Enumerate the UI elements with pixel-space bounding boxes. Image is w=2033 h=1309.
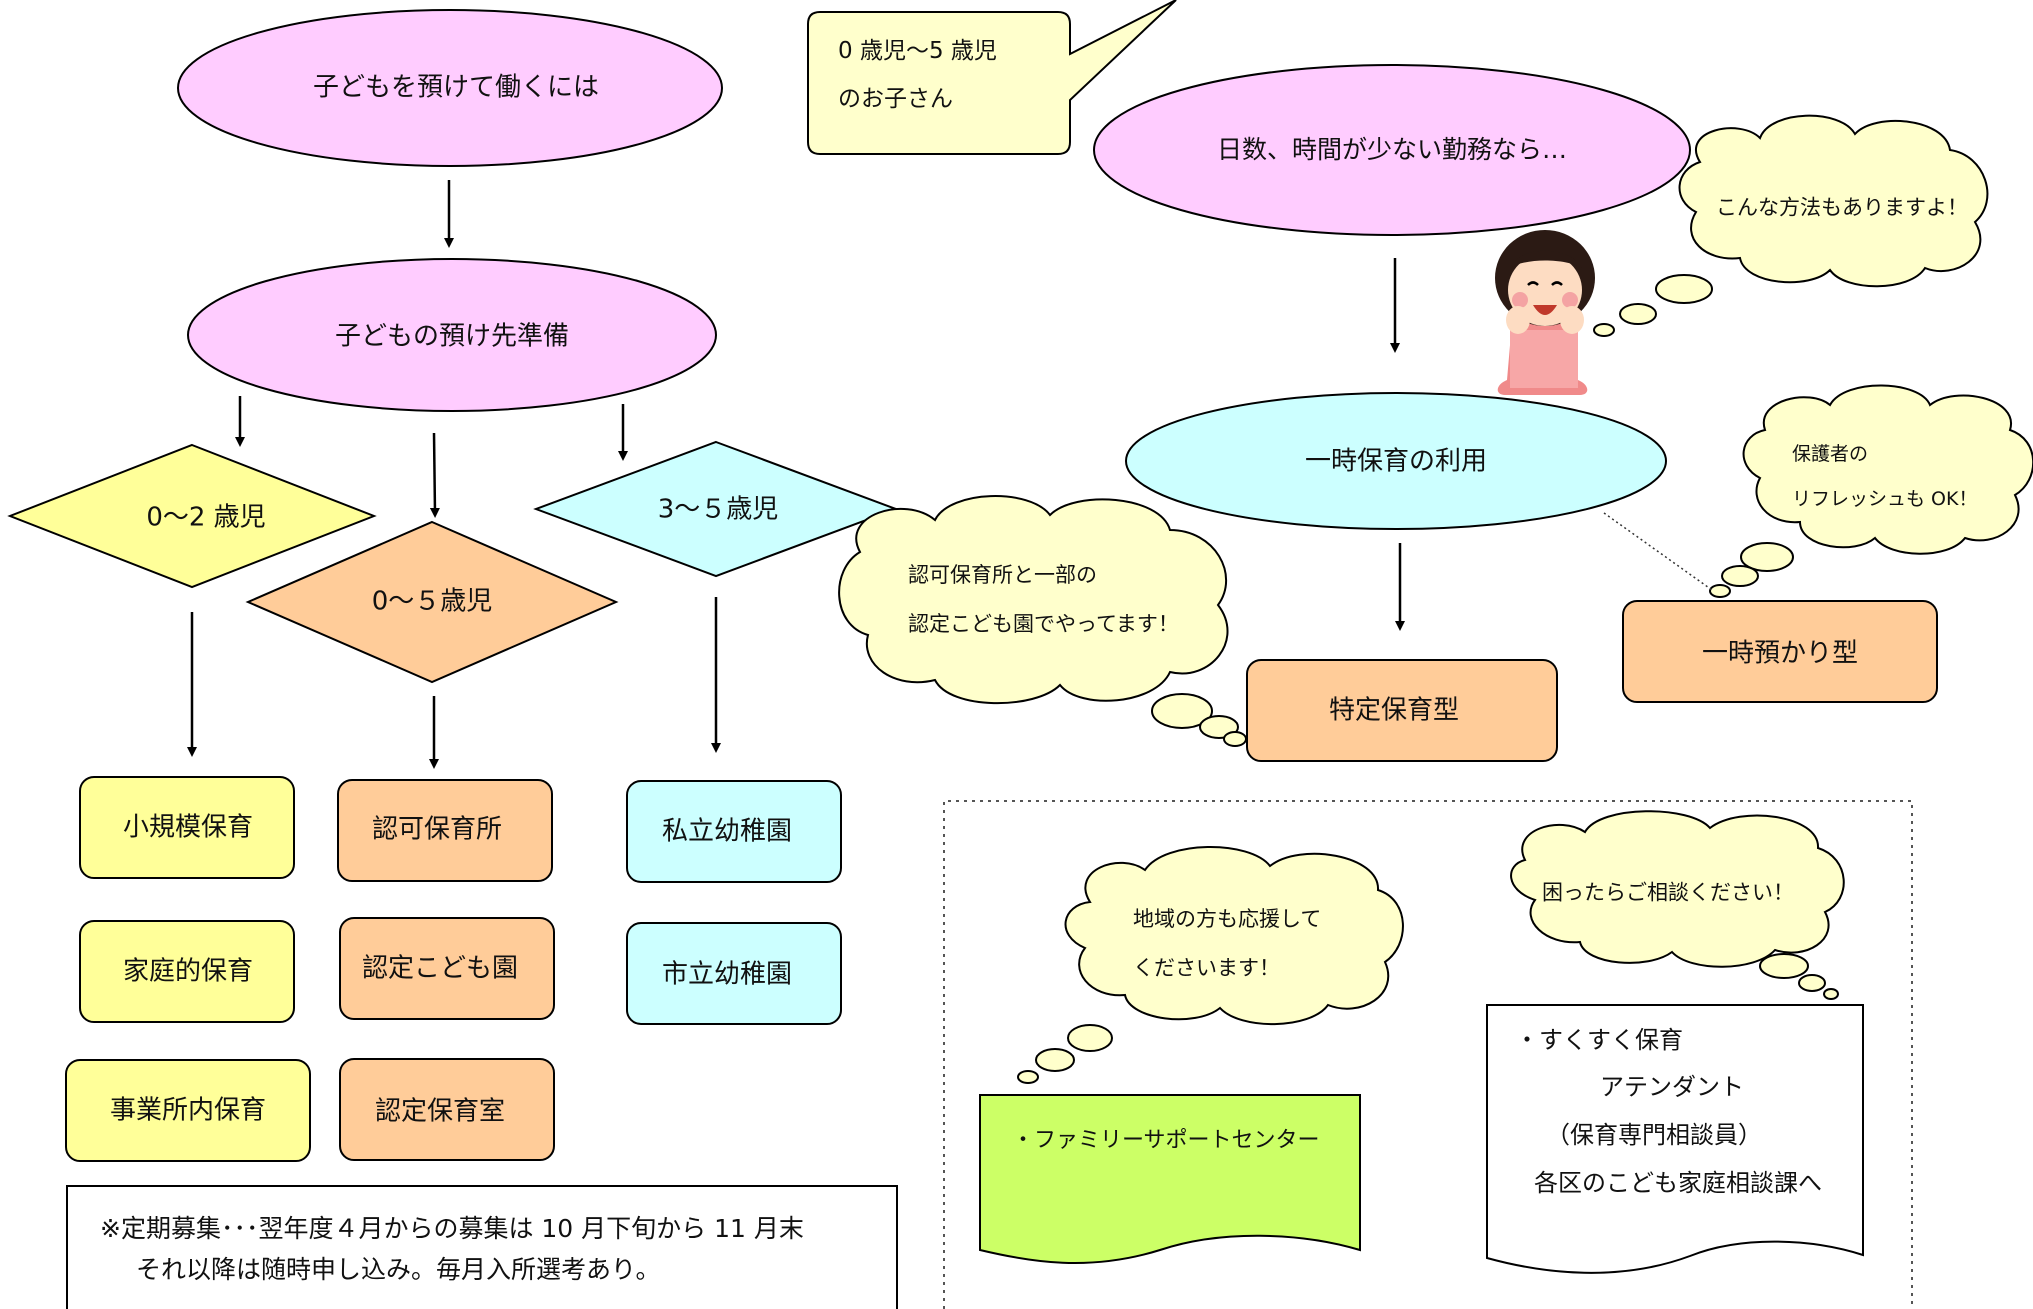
specific-box: [1246, 659, 1558, 762]
col1-item-1: 小規模保育: [122, 812, 254, 843]
consult-cloud: [1510, 810, 1845, 1000]
diamond-3-5: [533, 440, 899, 578]
prepare-label: 子どもの預け先準備: [334, 321, 570, 352]
refresh-cloud-line-1: 保護者の: [1792, 443, 1869, 465]
diamond-0-2: [7, 443, 377, 589]
refresh-cloud: [1709, 384, 2033, 598]
start-label: 子どもを預けて働くには: [312, 72, 600, 103]
temp-care-ellipse: [1125, 392, 1667, 530]
consult-cloud-text: 困ったらご相談ください！: [1542, 880, 1794, 905]
diamond-0-5: [245, 520, 619, 684]
col2-item-3: 認定保育室: [374, 1096, 506, 1127]
specific-label: 特定保育型: [1328, 695, 1460, 726]
col3-item-1: 私立幼稚園: [661, 816, 793, 847]
col2-item-1: 認可保育所: [371, 814, 503, 845]
dotted-frame: [943, 800, 1913, 1309]
flow-arrows: [187, 180, 1405, 769]
dotted-connector: [1603, 512, 1713, 591]
family-support-box: [979, 1094, 1361, 1265]
prepare-ellipse: [187, 258, 717, 412]
col1-item-3: 事業所内保育: [109, 1095, 267, 1126]
consult-box-line-4: 各区のこども家庭相談課へ: [1534, 1169, 1822, 1197]
family-support-label: ・ファミリーサポートセンター: [1012, 1128, 1320, 1153]
temp-care-label: 一時保育の利用: [1304, 446, 1488, 477]
nursery-cloud-line-2: 認定こども園でやってます！: [908, 612, 1179, 636]
note-line-2: それ以降は随時申し込み。毎月入所選考あり。: [136, 1255, 661, 1284]
consult-box-line-3: （保育専門相談員）: [1546, 1121, 1762, 1149]
nursery-cloud: [838, 495, 1247, 747]
nursery-cloud-line-1: 認可保育所と一部の: [908, 563, 1097, 587]
community-cloud-line-1: 地域の方も応援して: [1133, 907, 1322, 931]
note-line-1: ※定期募集･･･翌年度４月からの募集は 10 月下旬から 11 月末: [100, 1214, 804, 1243]
col1-boxes: [65, 776, 311, 1162]
speech-bubble: [807, 0, 1177, 155]
col3-boxes: [626, 780, 842, 1025]
consult-box-line-1: ・すくすく保育: [1515, 1026, 1683, 1054]
col3-item-2: 市立幼稚園: [661, 959, 793, 990]
age-0-2-label: 0～2 歳児: [146, 502, 266, 533]
speech-line-1: 0 歳児～5 歳児: [838, 38, 997, 64]
speech-line-2: のお子さん: [838, 86, 953, 112]
temporary-label: 一時預かり型: [1701, 638, 1859, 669]
refresh-cloud-line-2: リフレッシュも OK！: [1792, 488, 1978, 510]
col2-boxes: [337, 779, 555, 1161]
age-0-5-label: 0～５歳児: [371, 586, 493, 617]
consult-box-line-2: アテンダント: [1600, 1073, 1744, 1101]
start-ellipse: [177, 9, 723, 167]
woman-icon: [1495, 230, 1595, 395]
col1-item-2: 家庭的保育: [122, 956, 254, 987]
age-3-5-label: 3～５歳児: [657, 494, 779, 525]
woman-thought-cloud: [1593, 114, 1989, 337]
col2-item-2: 認定こども園: [361, 953, 519, 984]
temporary-box: [1622, 600, 1938, 703]
community-cloud-line-2: くださいます！: [1133, 956, 1280, 980]
community-cloud: [1017, 846, 1404, 1084]
short-work-ellipse: [1093, 64, 1691, 236]
consult-box: [1486, 1004, 1864, 1274]
woman-thought-text: こんな方法もありますよ！: [1716, 195, 1968, 220]
short-work-label: 日数、時間が少ない勤務なら…: [1216, 135, 1568, 164]
note-box: [66, 1185, 898, 1309]
